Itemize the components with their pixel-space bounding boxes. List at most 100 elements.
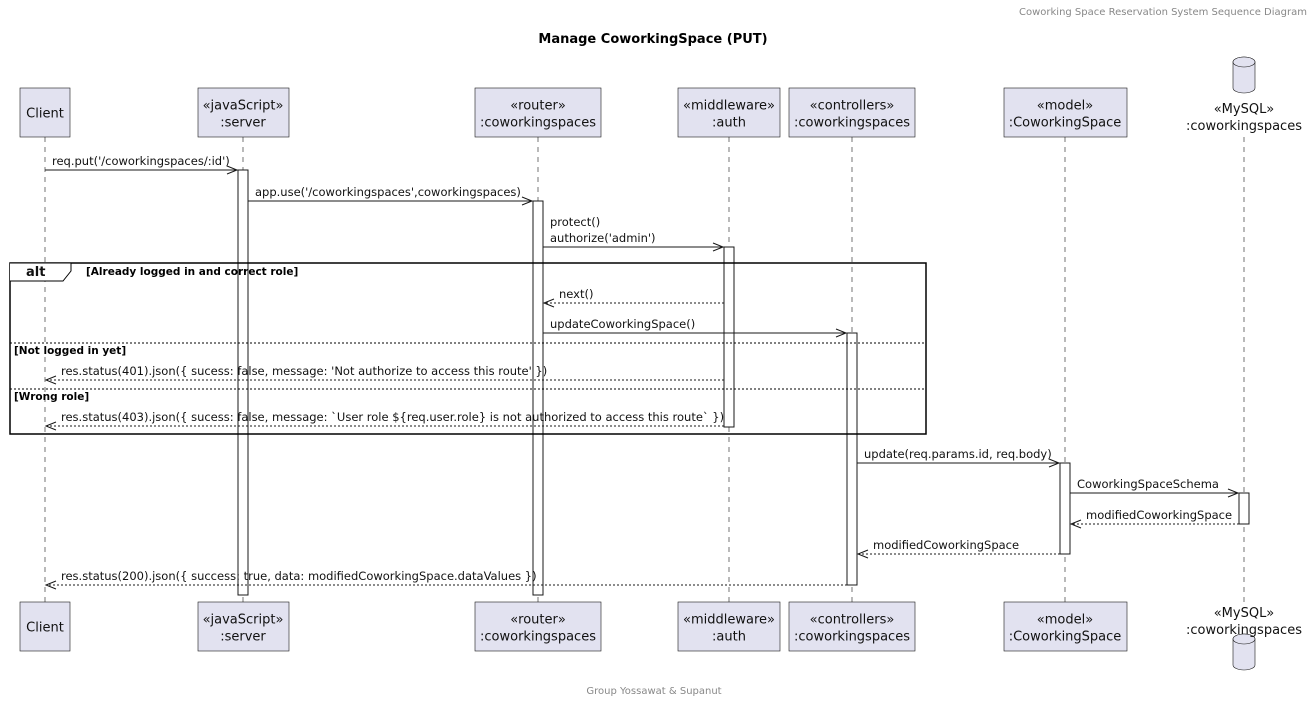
diagram-title: Manage CoworkingSpace (PUT)	[538, 32, 767, 47]
activation-server	[237, 169, 249, 596]
participant-label: «router»	[510, 99, 566, 114]
participant-label: «MySQL»	[1214, 606, 1275, 621]
message: modifiedCoworkingSpace	[856, 538, 1060, 559]
participant-label: :server	[220, 116, 266, 131]
participant-label: :CoworkingSpace	[1009, 116, 1122, 131]
participant-box	[788, 87, 916, 138]
activation-middleware	[723, 246, 735, 428]
participant-server-bottom: «javaScript» :server	[197, 601, 290, 652]
participant-box	[474, 601, 602, 652]
message: app.use('/coworkingspaces',coworkingspac…	[248, 185, 534, 206]
message: modifiedCoworkingSpace	[1069, 508, 1239, 529]
participant-label: :coworkingspaces	[480, 116, 596, 131]
activation-model	[1059, 462, 1071, 555]
participant-label: «middleware»	[683, 613, 775, 628]
participant-model-bottom: «model»:CoworkingSpace	[1003, 601, 1128, 652]
participant-label: Client	[26, 107, 64, 122]
participant-box	[1003, 601, 1128, 652]
participant-label: «controllers»	[810, 613, 895, 628]
participant-label: :auth	[712, 630, 746, 645]
arrowhead	[1227, 488, 1240, 498]
message: res.status(401).json({ sucess: false, me…	[44, 364, 724, 385]
participant-client-top: Client	[19, 87, 71, 138]
message-label: res.status(403).json({ sucess: false, me…	[61, 410, 724, 424]
arrowhead	[835, 328, 848, 338]
message-label: authorize('admin')	[550, 231, 656, 245]
message: next()	[542, 287, 724, 308]
participant-box	[788, 601, 916, 652]
message-label: protect()	[550, 215, 600, 229]
participant-controllers-bottom: «controllers» :coworkingspaces	[788, 601, 916, 652]
arrowhead	[1069, 519, 1082, 529]
message: res.status(200).json({ success: true, da…	[44, 569, 847, 590]
diagram-header: Coworking Space Reservation System Seque…	[1019, 7, 1307, 18]
arrowhead	[1048, 458, 1061, 468]
message-label: next()	[559, 287, 593, 301]
participant-label: :server	[220, 630, 266, 645]
participant-model-top: «model» :CoworkingSpace	[1003, 87, 1128, 138]
participant-label: «middleware»	[683, 99, 775, 114]
participant-server-top: «javaScript» :server	[197, 87, 290, 138]
message-label: update(req.params.id, req.body)	[864, 447, 1052, 461]
activation-controllers	[846, 332, 858, 586]
arrowhead	[44, 375, 57, 385]
arrowhead	[521, 196, 534, 206]
participant-label: :coworkingspaces	[1186, 119, 1302, 134]
participant-label: :coworkingspaces	[1186, 623, 1302, 638]
arrowhead	[542, 298, 555, 308]
participant-box	[19, 601, 71, 652]
participant-db-top: «MySQL» :coworkingspaces	[1186, 56, 1302, 134]
participant-db-bottom: «MySQL» :coworkingspaces	[1186, 606, 1302, 671]
participant-label: :auth	[712, 116, 746, 131]
participant-label: :CoworkingSpace	[1009, 630, 1122, 645]
message-label: req.put('/coworkingspaces/:id')	[52, 154, 230, 168]
arrowhead	[44, 580, 57, 590]
message-label: CoworkingSpaceSchema	[1077, 477, 1219, 491]
message: protect() authorize('admin')	[543, 215, 725, 252]
diagram-footer: Group Yossawat & Supanut	[586, 686, 721, 697]
alt-frame-tab	[10, 262, 72, 282]
alt-keyword: alt	[26, 265, 45, 280]
database-icon-top	[1232, 633, 1256, 645]
participant-label: :coworkingspaces	[794, 116, 910, 131]
message-label: modifiedCoworkingSpace	[873, 538, 1019, 552]
participant-label: «model»	[1037, 99, 1093, 114]
message-label: app.use('/coworkingspaces',coworkingspac…	[255, 185, 521, 199]
participant-box	[474, 87, 602, 138]
activation-router	[532, 200, 544, 596]
alt-condition: [Already logged in and correct role]	[86, 266, 298, 278]
participant-box	[677, 601, 781, 652]
message-label: res.status(401).json({ sucess: false, me…	[61, 364, 547, 378]
arrowhead	[712, 242, 725, 252]
database-icon-top	[1232, 56, 1256, 68]
message: update(req.params.id, req.body)	[857, 447, 1061, 468]
participant-controllers-top: «controllers» :coworkingspaces	[788, 87, 916, 138]
arrowhead	[856, 549, 869, 559]
alt-condition: [Wrong role]	[14, 391, 89, 403]
alt-condition: [Not logged in yet]	[14, 345, 126, 357]
message-label: res.status(200).json({ success: true, da…	[61, 569, 537, 583]
participant-box	[19, 87, 71, 138]
participant-label: «controllers»	[810, 99, 895, 114]
participant-label: «javaScript»	[203, 613, 284, 628]
participant-label: «javaScript»	[203, 99, 284, 114]
participant-label: «MySQL»	[1214, 102, 1275, 117]
participant-label: :coworkingspaces	[794, 630, 910, 645]
participant-label: Client	[26, 621, 64, 636]
participant-label: «router»	[510, 613, 566, 628]
participant-middleware-bottom: «middleware» :auth	[677, 601, 781, 652]
participant-box	[1003, 87, 1128, 138]
arrowhead	[226, 165, 239, 175]
message: updateCoworkingSpace()	[543, 317, 848, 338]
message-label: updateCoworkingSpace()	[550, 317, 695, 331]
participant-box	[197, 87, 290, 138]
message: req.put('/coworkingspaces/:id')	[45, 154, 239, 175]
alt-frame	[9, 262, 927, 435]
arrowhead	[44, 421, 57, 431]
participant-router-bottom: «router»:coworkingspaces	[474, 601, 602, 652]
participant-client-bottom: Client	[19, 601, 71, 652]
message: CoworkingSpaceSchema	[1070, 477, 1240, 498]
message: res.status(403).json({ sucess: false, me…	[44, 410, 724, 431]
message-label: modifiedCoworkingSpace	[1086, 508, 1232, 522]
